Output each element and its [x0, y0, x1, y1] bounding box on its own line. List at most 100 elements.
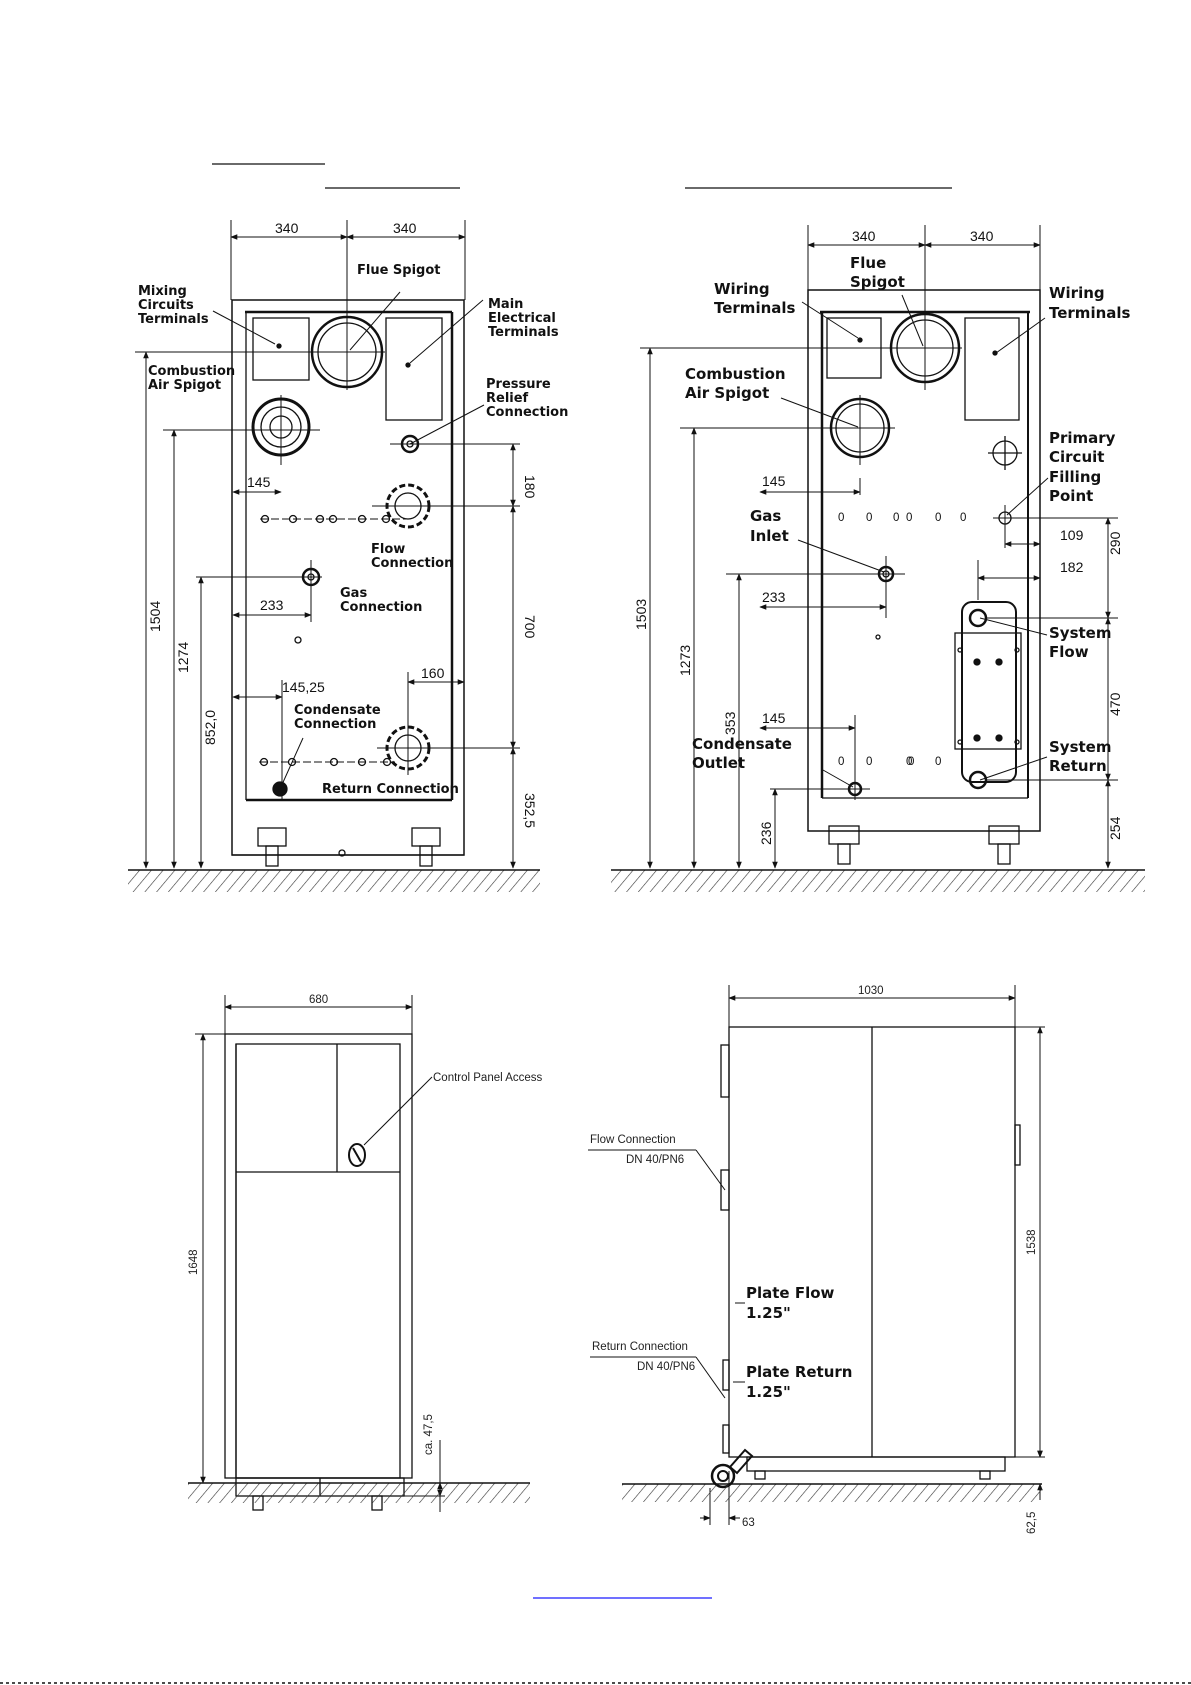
label-main-2: Electrical [488, 311, 556, 326]
dot-0: 0 [838, 512, 844, 524]
ground-front [188, 1482, 530, 1503]
dim-1538: 1538 [1026, 1229, 1038, 1255]
feet-right [828, 825, 1020, 865]
label-primary-3: Filling [1049, 468, 1101, 486]
dim-r-233: 233 [762, 589, 786, 605]
label-r-combustion-2: Air Spigot [685, 384, 769, 402]
control-panel-handle [348, 1143, 366, 1167]
dot-5: 0 [960, 512, 966, 524]
labels-left: 340 340 Flue Spigot Mixing Circuits Term… [138, 220, 568, 828]
dot-7: 0 [866, 756, 872, 768]
dot-2: 0 [893, 512, 899, 524]
label-side-flow-connection: Flow Connection [590, 1134, 676, 1146]
dim-182: 182 [1060, 559, 1084, 575]
dot-9: 0 [935, 756, 941, 768]
label-mixing-1: Mixing [138, 284, 187, 299]
label-r-flue-2: Spigot [850, 273, 905, 291]
label-system-return-1: System [1049, 738, 1111, 756]
label-flow-2: Connection [371, 556, 453, 571]
label-return-connection: Return Connection [322, 782, 459, 797]
dim-352-5: 352,5 [522, 793, 538, 828]
label-primary-2: Circuit [1049, 448, 1104, 466]
ground-right [611, 869, 1145, 892]
dot-10: 0 [908, 756, 914, 768]
label-pressure-2: Relief [486, 391, 529, 406]
dim-1503: 1503 [633, 599, 649, 630]
dim-145: 145 [247, 474, 271, 490]
label-gas-1: Gas [340, 586, 367, 601]
heading-underlines [212, 163, 952, 189]
label-combustion-1: Combustion [148, 364, 235, 379]
dim-1648: 1648 [188, 1249, 200, 1275]
label-plate-return-2: 1.25" [746, 1383, 791, 1401]
label-condensate-outlet-2: Outlet [692, 754, 745, 772]
label-primary-4: Point [1049, 487, 1093, 505]
dim-r-145-b: 145 [762, 710, 786, 726]
dim-290: 290 [1107, 531, 1123, 555]
dim-852: 852,0 [202, 710, 218, 745]
dot-4: 0 [935, 512, 941, 524]
label-condensate-outlet-1: Condensate [692, 735, 792, 753]
dim-1274: 1274 [175, 642, 191, 673]
dim-233: 233 [260, 597, 284, 613]
ground-left [128, 869, 540, 892]
dim-63: 63 [742, 1517, 755, 1529]
dim-62-5: 62,5 [1026, 1512, 1038, 1534]
front-view-dims [195, 995, 445, 1512]
dot-6: 0 [838, 756, 844, 768]
dim-340-a: 340 [275, 220, 299, 236]
labels-right: 340 340 Wiring Terminals Flue Spigot Wir… [633, 228, 1131, 845]
label-wiring-right-2: Terminals [1049, 304, 1131, 322]
label-side-return-dn: DN 40/PN6 [637, 1361, 695, 1373]
label-flue-spigot: Flue Spigot [357, 263, 441, 278]
dim-236: 236 [758, 821, 774, 845]
front-view-bottom [224, 1033, 413, 1511]
dim-160: 160 [421, 665, 445, 681]
label-pressure-3: Connection [486, 405, 568, 420]
dim-353: 353 [722, 711, 738, 735]
feet-left [232, 827, 464, 867]
label-mixing-3: Terminals [138, 312, 209, 327]
label-side-return-connection: Return Connection [592, 1341, 688, 1353]
label-plate-flow-1: Plate Flow [746, 1284, 835, 1302]
dim-180: 180 [522, 475, 538, 499]
caster-wheel [710, 1448, 754, 1489]
label-gas-2: Connection [340, 600, 422, 615]
front-connections-right [807, 289, 1041, 865]
plate-heat-exchanger [954, 601, 1022, 790]
label-control-panel-access: Control Panel Access [433, 1072, 543, 1084]
label-r-flue-1: Flue [850, 254, 886, 272]
label-main-1: Main [488, 297, 523, 312]
dims-left [135, 220, 520, 869]
dim-109: 109 [1060, 527, 1084, 543]
dim-r-340-b: 340 [970, 228, 994, 244]
dim-680: 680 [309, 994, 328, 1006]
label-system-flow-1: System [1049, 624, 1111, 642]
dim-feet: ca. 47,5 [423, 1414, 435, 1455]
label-condensate-2: Connection [294, 717, 376, 732]
front-view-labels: 680 1648 ca. 47,5 Control Panel Access [188, 994, 543, 1455]
front-dots-right: 0 0 0 0 0 0 0 0 0 0 0 [838, 512, 966, 768]
label-pressure-1: Pressure [486, 377, 551, 392]
dim-r-145-a: 145 [762, 473, 786, 489]
label-system-flow-2: Flow [1049, 643, 1089, 661]
dim-340-b: 340 [393, 220, 417, 236]
dot-8: 0 [906, 756, 912, 768]
dot-3: 0 [906, 512, 912, 524]
dims-right [640, 225, 1118, 869]
dim-1030: 1030 [858, 985, 884, 997]
label-main-3: Terminals [488, 325, 559, 340]
stub-row-upper-left [260, 514, 391, 644]
label-wiring-left-1: Wiring [714, 280, 770, 298]
side-view-labels: 1030 1538 63 62,5 Flow Connection DN 40/… [590, 985, 1038, 1534]
label-combustion-2: Air Spigot [148, 378, 221, 393]
label-plate-flow-2: 1.25" [746, 1304, 791, 1322]
label-gas-inlet-1: Gas [750, 507, 781, 525]
label-flow-1: Flow [371, 542, 405, 557]
label-mixing-2: Circuits [138, 298, 194, 313]
dim-700: 700 [522, 615, 538, 639]
label-condensate-1: Condensate [294, 703, 381, 718]
side-view-dims [588, 985, 1045, 1525]
dim-1504: 1504 [147, 601, 163, 632]
